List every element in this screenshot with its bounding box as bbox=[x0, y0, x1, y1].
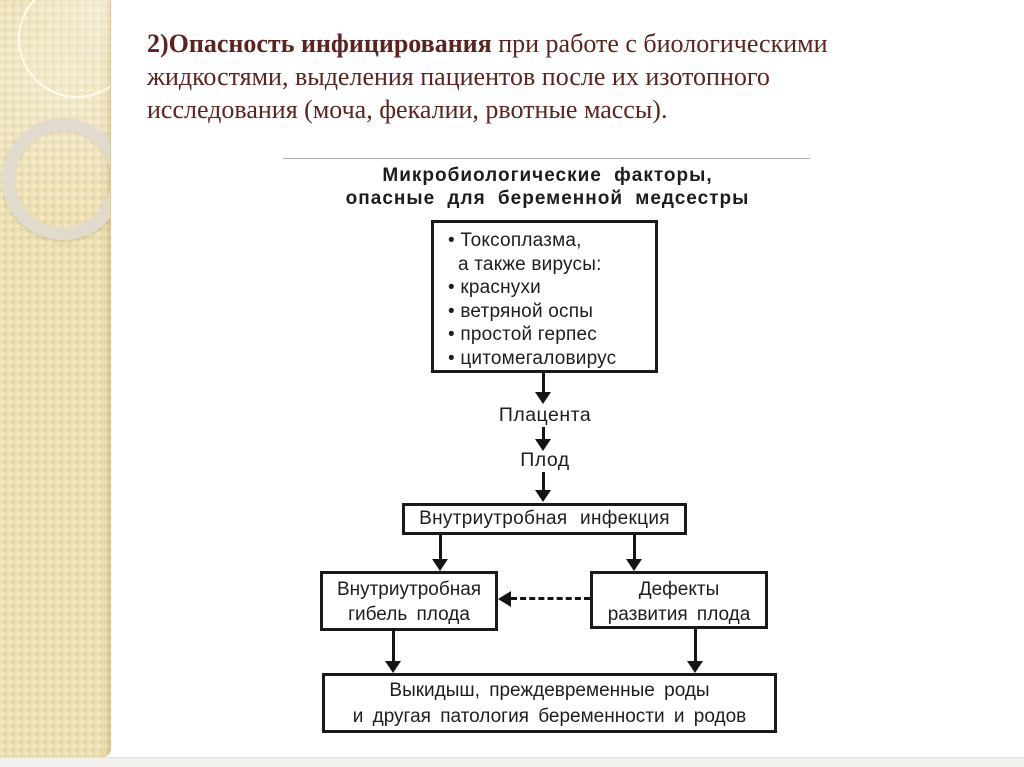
arrow-down-icon bbox=[626, 535, 642, 571]
divider-line bbox=[283, 158, 810, 159]
factors-item: • краснухи bbox=[448, 277, 541, 298]
pregnancy-outcome-box: Выкидыш, преждевременные роды и другая п… bbox=[322, 673, 777, 733]
placenta-label: Плацента bbox=[498, 404, 592, 426]
intrauterine-infection-label: Внутриутробная инфекция bbox=[419, 508, 670, 529]
arrow-down-icon bbox=[432, 535, 448, 571]
pregnancy-outcome-line2: и другая патология беременности и родов bbox=[352, 706, 747, 727]
arrow-down-icon bbox=[687, 627, 703, 673]
diagram-title: Микробиологические факторы, опасные для … bbox=[285, 164, 810, 210]
development-defects-line1: Дефекты bbox=[638, 579, 720, 600]
slide-title-line2: жидкостями, выделения пациентов после их… bbox=[147, 62, 770, 91]
arrow-down-icon bbox=[385, 629, 401, 673]
arrow-down-icon bbox=[535, 472, 551, 502]
development-defects-box: Дефекты развития плода bbox=[590, 571, 768, 629]
fetal-death-line2: гибель плода bbox=[348, 604, 470, 625]
fetal-death-line1: Внутриутробная bbox=[336, 579, 482, 600]
sidebar-decoration bbox=[0, 0, 111, 757]
slide-title: 2)Опасность инфицирования при работе с б… bbox=[147, 27, 937, 126]
slide-title-line1-rest: при работе с биологическими bbox=[491, 29, 828, 58]
factors-item: а также вирусы: bbox=[458, 253, 602, 275]
slide-title-line1: 2)Опасность инфицирования при работе с б… bbox=[147, 27, 937, 60]
fetal-death-box: Внутриутробная гибель плода bbox=[320, 571, 498, 631]
arrow-down-icon bbox=[535, 372, 551, 404]
arrow-down-icon bbox=[535, 427, 551, 451]
fetus-label: Плод bbox=[520, 449, 570, 471]
factors-item: • цитомегаловирус bbox=[448, 347, 617, 369]
diagram-title-line1: Микробиологические факторы, bbox=[382, 165, 713, 186]
footer-strip bbox=[0, 757, 1024, 767]
diagram-title-line2: опасные для беременной медсестры bbox=[345, 188, 750, 209]
slide-title-line3: исследования (моча, фекалии, рвотные мас… bbox=[147, 95, 668, 124]
development-defects-line2: развития плода bbox=[607, 604, 751, 625]
factors-item: • простой герпес bbox=[448, 324, 598, 345]
intrauterine-infection-box: Внутриутробная инфекция bbox=[402, 503, 687, 535]
pregnancy-outcome-line1: Выкидыш, преждевременные роды bbox=[389, 680, 710, 701]
dashed-arrow-left-icon bbox=[498, 591, 590, 607]
slide-title-bold: 2)Опасность инфицирования bbox=[147, 29, 492, 58]
factors-box: • Токсоплазма, а также вирусы: • краснух… bbox=[431, 220, 658, 373]
factors-item: • Токсоплазма, bbox=[448, 230, 582, 251]
factors-item: • ветряной оспы bbox=[448, 300, 594, 322]
